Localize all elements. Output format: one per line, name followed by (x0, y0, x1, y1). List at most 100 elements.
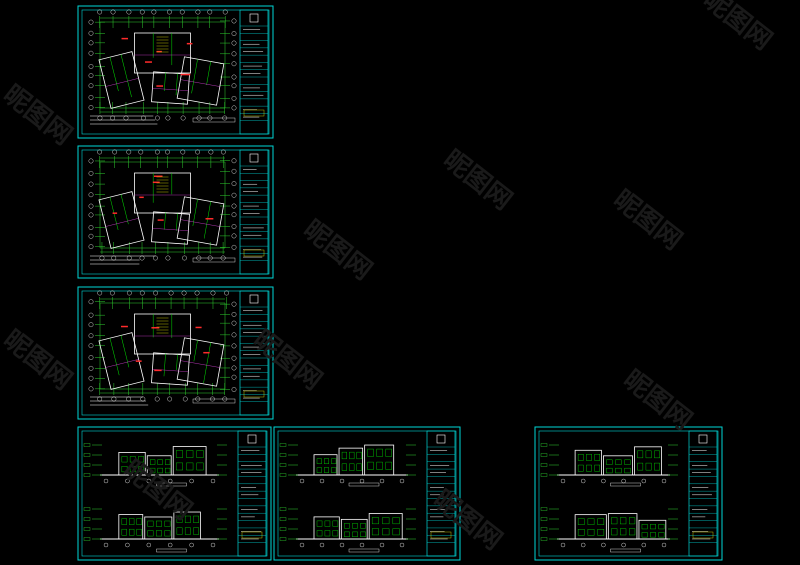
drawing-sheet-5[interactable] (273, 426, 461, 561)
window (332, 530, 339, 537)
level-tag (83, 463, 91, 467)
window (138, 456, 144, 463)
annotation-mark (152, 181, 160, 184)
window (184, 515, 191, 523)
level-tag (540, 527, 548, 531)
partition (206, 61, 211, 86)
window (606, 467, 613, 474)
title-block-stamp (430, 531, 452, 539)
title-block-stamp (692, 531, 714, 539)
grid-bubble (621, 542, 626, 548)
annotation-mark (135, 360, 142, 362)
window (382, 528, 390, 536)
grid-bubble (231, 233, 237, 239)
grid-bubble (88, 355, 94, 360)
window (150, 459, 156, 465)
grid-bubble (208, 149, 214, 155)
title-block-stamp (243, 390, 265, 398)
window (150, 467, 156, 474)
window (615, 467, 622, 474)
grid-bubble (180, 149, 186, 155)
window (164, 530, 171, 537)
partition (163, 353, 166, 377)
window (597, 529, 605, 536)
level-tag (83, 527, 91, 531)
level-tag (279, 463, 287, 467)
annotation-mark (180, 73, 191, 76)
grid-bubble (126, 9, 132, 15)
wall-outline (98, 191, 145, 249)
grid-bubble (110, 9, 116, 15)
partition (176, 213, 178, 231)
window (129, 456, 136, 463)
grid-bubble (97, 9, 103, 15)
window (186, 462, 194, 471)
title-block (237, 430, 267, 557)
window (186, 450, 194, 458)
window (121, 518, 127, 525)
grid-bubble (299, 542, 305, 548)
window (620, 517, 627, 525)
window (376, 461, 383, 470)
title-block (239, 149, 269, 275)
grid-bubble (231, 387, 237, 392)
window (316, 458, 322, 464)
sheet-inner-border (81, 290, 270, 416)
drawing-sheet-6[interactable] (534, 426, 723, 561)
annotation-mark (139, 196, 144, 199)
window (356, 451, 362, 460)
title-block (426, 430, 456, 557)
window (367, 461, 374, 470)
grid-bubble (88, 386, 94, 392)
grid-bubble (88, 233, 94, 239)
grid-bubble (109, 290, 115, 296)
grid-bubble (88, 343, 94, 349)
partition (203, 201, 211, 239)
level-tag (540, 443, 548, 447)
window (654, 462, 660, 471)
window (164, 520, 171, 527)
annotation-mark (121, 325, 128, 328)
window (176, 527, 183, 535)
partition (164, 212, 166, 230)
window (129, 466, 136, 473)
level-tag (279, 507, 287, 511)
grid-bubble (154, 149, 160, 155)
window (193, 527, 199, 535)
drawing-sheet-1[interactable] (77, 5, 274, 139)
grid-bubble (231, 74, 237, 80)
grid-bubble (138, 149, 144, 155)
grid-bubble (220, 149, 226, 155)
grid-bubble (641, 542, 646, 548)
grid-bubble (168, 290, 174, 296)
drawing-sheet-4[interactable] (77, 426, 272, 561)
level-tag (540, 473, 548, 477)
title-block (688, 430, 718, 557)
grid-bubble (103, 542, 109, 548)
drawing-sheet-2[interactable] (77, 145, 274, 279)
window (382, 517, 390, 525)
grid-bubble (165, 115, 171, 121)
window (611, 528, 618, 536)
window (165, 459, 171, 465)
grid-bubble (189, 478, 194, 484)
window (645, 462, 652, 471)
grid-bubble (231, 105, 237, 111)
partition (193, 340, 198, 362)
window (629, 517, 636, 525)
window (577, 529, 585, 536)
grid-bubble (88, 375, 94, 381)
level-tag (540, 517, 548, 521)
grid-bubble (231, 244, 237, 250)
window (331, 467, 337, 473)
wall-outline (134, 32, 191, 74)
window (344, 523, 350, 529)
grid-bubble (112, 149, 118, 155)
grid-bubble (231, 51, 237, 57)
grid-bubble (88, 105, 94, 110)
title-block-logo (249, 13, 259, 23)
facade-mass (607, 513, 638, 540)
window (193, 515, 199, 523)
drawing-sheet-3[interactable] (77, 286, 274, 420)
